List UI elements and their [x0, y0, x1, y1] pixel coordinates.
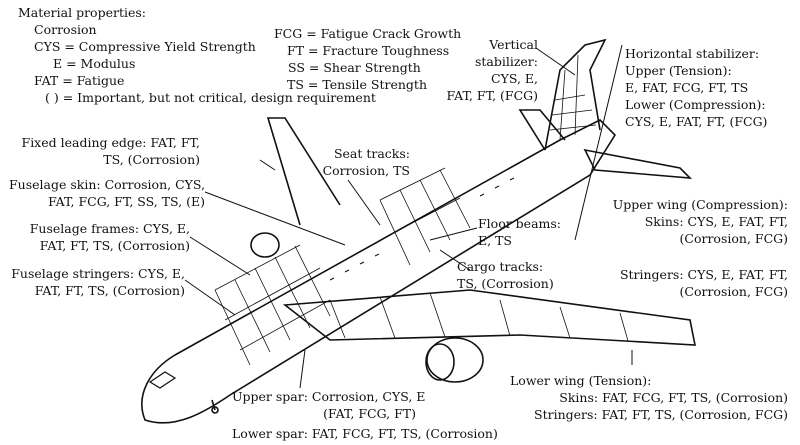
- label-fixed-leading-edge: Fixed leading edge: FAT, FT, TS, (Corros…: [10, 134, 200, 168]
- label-line: Fixed leading edge: FAT, FT,: [21, 135, 200, 150]
- label-line: CYS, E, FAT, FT, (FCG): [625, 114, 768, 129]
- engine-nacelle: [426, 337, 484, 383]
- label-line: E, FAT, FCG, FT, TS: [625, 80, 749, 95]
- left-engine: [250, 232, 280, 258]
- horizontal-stabilizer: [583, 148, 693, 179]
- label-line: Lower (Compression):: [625, 97, 766, 112]
- label-upper-wing-stringers: Stringers: CYS, E, FAT, FT, (Corrosion, …: [580, 266, 788, 300]
- label-line: (FAT, FCG, FT): [323, 406, 416, 421]
- label-cargo-tracks: Cargo tracks: TS, (Corrosion): [457, 258, 554, 292]
- label-line: Upper spar: Corrosion, CYS, E: [232, 389, 426, 404]
- label-line: Fuselage stringers: CYS, E,: [11, 266, 185, 281]
- cabin-windows: [329, 177, 515, 281]
- label-line: Lower wing (Tension):: [510, 373, 652, 388]
- label-fuselage-skin: Fuselage skin: Corrosion, CYS, FAT, FCG,…: [5, 176, 205, 210]
- label-line: FAT, FT, TS, (Corrosion): [34, 283, 185, 298]
- label-line: (Corrosion, FCG): [679, 231, 788, 246]
- legend-line: Corrosion: [34, 22, 97, 37]
- label-upper-spar: Upper spar: Corrosion, CYS, E (FAT, FCG,…: [232, 388, 426, 422]
- material-properties-legend: Material properties: Corrosion CYS = Com…: [18, 4, 376, 106]
- legend-line: SS = Shear Strength: [288, 60, 421, 75]
- label-line: Upper wing (Compression):: [612, 197, 788, 212]
- label-fuselage-frames: Fuselage frames: CYS, E, FAT, FT, TS, (C…: [10, 220, 190, 254]
- label-line: Corrosion, TS: [322, 163, 410, 178]
- engine-inlet: [425, 343, 455, 381]
- vertical-stabilizer: [544, 38, 607, 151]
- label-lower-spar: Lower spar: FAT, FCG, FT, TS, (Corrosion…: [232, 425, 498, 442]
- wing-ribs: [329, 292, 629, 342]
- label-line: E, TS: [478, 233, 512, 248]
- legend-line: FT = Fracture Toughness: [287, 43, 450, 58]
- label-upper-wing: Upper wing (Compression): Skins: CYS, E,…: [600, 196, 788, 247]
- label-line: Horizontal stabilizer:: [625, 46, 760, 61]
- label-seat-tracks: Seat tracks: Corrosion, TS: [316, 145, 410, 179]
- legend-line: CYS = Compressive Yield Strength: [34, 39, 256, 54]
- label-fuselage-stringers: Fuselage stringers: CYS, E, FAT, FT, TS,…: [5, 265, 185, 299]
- label-line: CYS, E,: [491, 71, 538, 86]
- label-line: (Corrosion, FCG): [679, 284, 788, 299]
- legend-line: TS = Tensile Strength: [287, 77, 428, 92]
- label-line: Skins: FAT, FCG, FT, TS, (Corrosion): [559, 390, 788, 405]
- label-line: TS, (Corrosion): [457, 276, 554, 291]
- label-vertical-stabilizer: Vertical stabilizer: CYS, E, FAT, FT, (F…: [420, 36, 538, 104]
- label-line: Lower spar: FAT, FCG, FT, TS, (Corrosion…: [232, 426, 498, 441]
- label-line: Fuselage frames: CYS, E,: [29, 221, 190, 236]
- legend-line: E = Modulus: [53, 56, 136, 71]
- label-line: FAT, FT, TS, (Corrosion): [39, 238, 190, 253]
- label-line: FAT, FT, (FCG): [446, 88, 538, 103]
- abbreviations-legend: FCG = Fatigue Crack Growth FT = Fracture…: [274, 25, 486, 93]
- nose-gear: [211, 399, 219, 414]
- label-line: Upper (Tension):: [625, 63, 732, 78]
- label-line: Seat tracks:: [333, 146, 410, 161]
- leader-lines: [184, 44, 633, 389]
- legend-line: ( ) = Important, but not critical, desig…: [45, 90, 376, 105]
- label-lower-wing: Lower wing (Tension): Skins: FAT, FCG, F…: [500, 372, 788, 423]
- label-line: FAT, FCG, FT, SS, TS, (E): [48, 194, 205, 209]
- label-line: TS, (Corrosion): [103, 152, 200, 167]
- stabilizer-grid: [549, 54, 597, 141]
- label-horizontal-stabilizer: Horizontal stabilizer: Upper (Tension): …: [625, 45, 767, 130]
- cockpit-windows: [148, 371, 177, 389]
- label-floor-beams: Floor beams: E, TS: [478, 215, 561, 249]
- label-line: Stringers: FAT, FT, TS, (Corrosion, FCG): [534, 407, 788, 422]
- label-line: Stringers: CYS, E, FAT, FT,: [619, 267, 788, 282]
- fuselage-frames: [214, 167, 471, 366]
- left-wing: [266, 117, 341, 226]
- horizontal-stabilizer-left: [518, 109, 566, 151]
- label-line: Fuselage skin: Corrosion, CYS,: [9, 177, 205, 192]
- label-line: Vertical: [489, 37, 538, 52]
- label-line: Skins: CYS, E, FAT, FT,: [644, 214, 788, 229]
- legend-line: FCG = Fatigue Crack Growth: [274, 26, 462, 41]
- right-wing: [282, 289, 696, 346]
- label-line: Cargo tracks:: [457, 259, 544, 274]
- fuselage: [141, 119, 617, 424]
- legend-title: Material properties:: [18, 5, 146, 20]
- legend-line: FAT = Fatigue: [34, 73, 125, 88]
- label-line: Floor beams:: [478, 216, 562, 231]
- label-line: stabilizer:: [474, 54, 538, 69]
